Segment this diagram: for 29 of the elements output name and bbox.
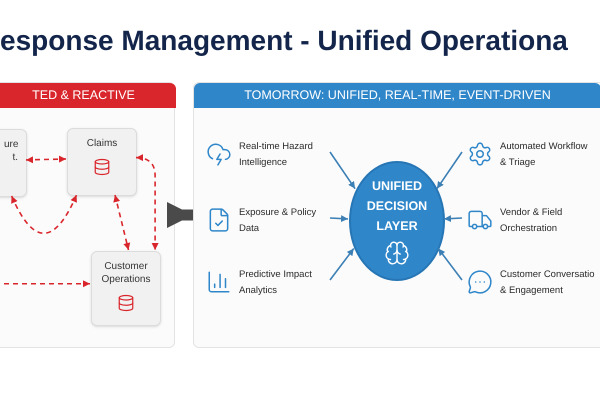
arrow <box>10 194 78 234</box>
arrow <box>444 215 462 222</box>
arrow <box>329 152 356 190</box>
item-label: Predictive Impact Analytics <box>239 268 313 298</box>
card-label: ure t. <box>4 138 18 164</box>
arrow <box>26 156 66 164</box>
item-label: Exposure & Policy Data <box>239 206 318 236</box>
panel-header: TED & REACTIVE <box>0 83 176 108</box>
system-card <box>91 251 161 326</box>
item-label: Customer Conversatio & Engagement <box>500 268 595 298</box>
system-card <box>0 129 27 197</box>
item-label: Real-time Hazard Intelligence <box>239 140 314 170</box>
card-label: Customer Operations <box>100 260 152 286</box>
item-label: Vendor & Field Orchestration <box>500 206 564 236</box>
panel <box>0 82 175 348</box>
arrow <box>167 202 193 228</box>
panel <box>193 82 600 348</box>
arrow <box>113 194 130 250</box>
panel-header: TOMORROW: UNIFIED, REAL-TIME, EVENT-DRIVEN <box>194 83 600 108</box>
card-label: Claims <box>86 137 118 150</box>
item-label: Automated Workflow & Triage <box>500 140 588 170</box>
arrow <box>330 215 348 222</box>
ellipse-label: UNIFIED DECISION LAYER <box>366 178 428 235</box>
arrow <box>436 152 463 190</box>
arrow <box>136 154 159 250</box>
arrow <box>438 248 463 280</box>
arrow <box>329 248 354 280</box>
system-card <box>67 128 137 196</box>
title: esponse Management - Unified Operationa <box>0 25 568 57</box>
